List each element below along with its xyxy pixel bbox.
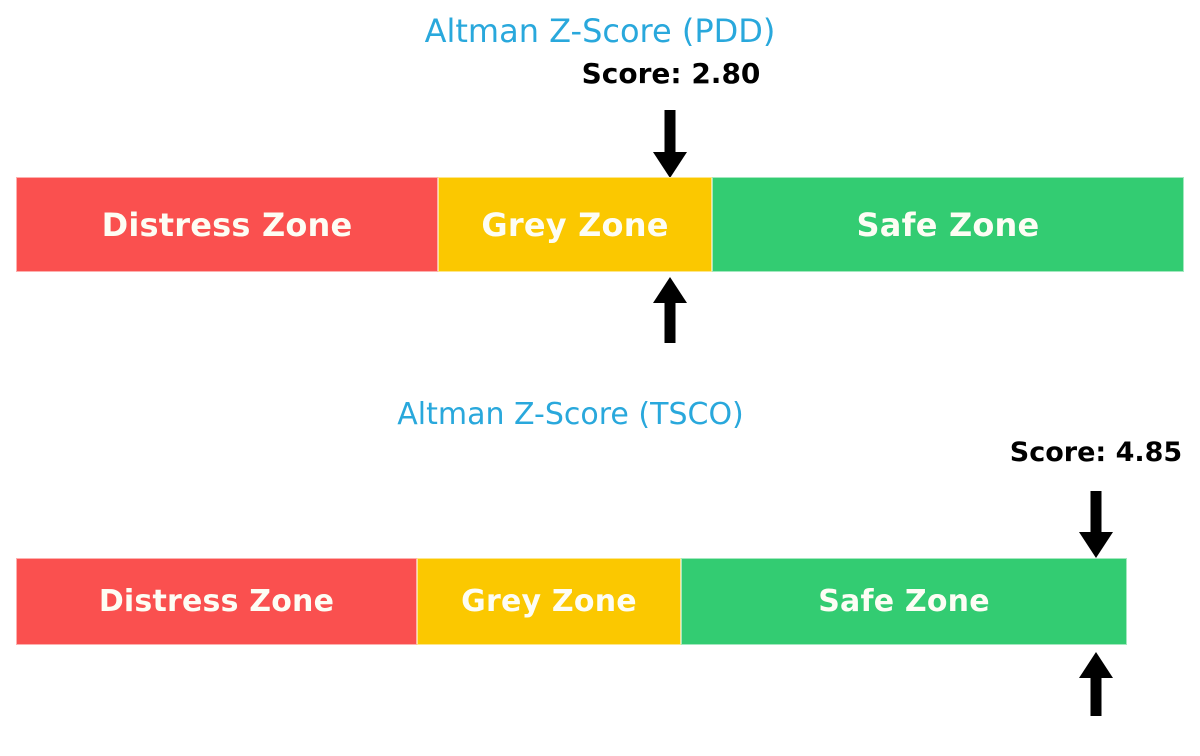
- score-label-pdd: Score: 2.80: [581, 57, 761, 90]
- zone-segment-grey[interactable]: Grey Zone: [438, 177, 712, 272]
- arrow-head: [1079, 532, 1113, 558]
- arrow-up-icon-pdd: [653, 277, 687, 343]
- arrow-shaft: [664, 301, 676, 343]
- zone-label-distress: Distress Zone: [98, 584, 335, 619]
- zone-segment-distress[interactable]: Distress Zone: [16, 558, 417, 645]
- zone-bar-pdd: Distress Zone Grey Zone Safe Zone: [16, 177, 1184, 272]
- zone-label-distress: Distress Zone: [101, 205, 353, 244]
- arrow-shaft: [1090, 491, 1102, 534]
- arrow-head: [1079, 652, 1113, 678]
- arrow-head: [653, 277, 687, 303]
- arrow-down-icon-pdd: [653, 110, 687, 178]
- chart-panel-pdd: Altman Z-Score (PDD) Score: 2.80 Distres…: [0, 0, 1200, 370]
- zone-segment-safe[interactable]: Safe Zone: [681, 558, 1127, 645]
- chart-title-pdd: Altman Z-Score (PDD): [424, 12, 776, 50]
- zone-segment-safe[interactable]: Safe Zone: [712, 177, 1184, 272]
- score-label-tsco: Score: 4.85: [1009, 437, 1183, 468]
- chart-panel-tsco: Altman Z-Score (TSCO) Score: 4.85 Distre…: [0, 378, 1200, 756]
- zone-label-grey: Grey Zone: [481, 205, 669, 244]
- arrow-shaft: [664, 110, 676, 154]
- zone-label-safe: Safe Zone: [856, 205, 1040, 244]
- arrow-up-icon-tsco: [1079, 652, 1113, 716]
- arrow-down-icon-tsco: [1079, 491, 1113, 558]
- zone-label-safe: Safe Zone: [818, 584, 990, 619]
- zone-label-grey: Grey Zone: [461, 584, 637, 619]
- arrow-head: [653, 152, 687, 178]
- arrow-shaft: [1090, 676, 1102, 716]
- zone-segment-distress[interactable]: Distress Zone: [16, 177, 438, 272]
- chart-title-tsco: Altman Z-Score (TSCO): [397, 397, 744, 432]
- zone-bar-tsco: Distress Zone Grey Zone Safe Zone: [16, 558, 1127, 645]
- zone-segment-grey[interactable]: Grey Zone: [417, 558, 681, 645]
